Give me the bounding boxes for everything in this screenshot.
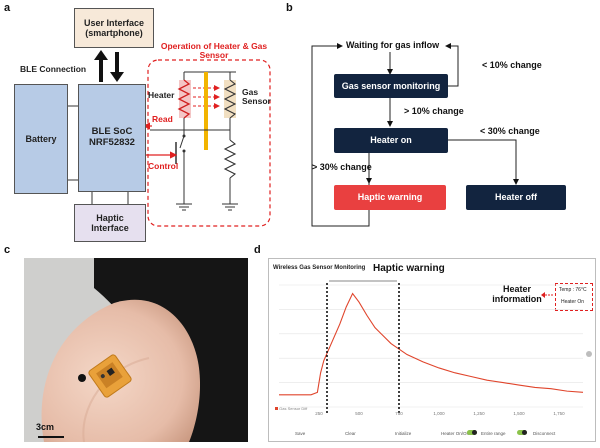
heater-status: Heater On — [561, 299, 585, 305]
x-tick-label: 1,750 — [553, 411, 565, 416]
sensor-patch — [88, 354, 132, 398]
user-interface-box: User Interface (smartphone) — [74, 8, 154, 48]
read-label: Read — [152, 114, 173, 124]
gas-sensor-monitoring-box: Gas sensor monitoring — [334, 74, 448, 98]
x-tick-label: 1,250 — [473, 411, 485, 416]
legend-label: Gas Sensor Diff — [279, 406, 308, 411]
disconnect-label[interactable]: Disconnect — [533, 431, 556, 436]
panel-c-label: c — [4, 244, 11, 256]
scale-label: 3cm — [36, 422, 55, 432]
haptic-warning-banner: Haptic warning — [373, 263, 445, 274]
x-tick-label: 1,500 — [513, 411, 525, 416]
haptic-warning-label: Haptic warning — [357, 192, 423, 203]
heat-bar — [204, 72, 208, 150]
panel-d-label: d — [254, 244, 261, 256]
haptic-interface-label: Haptic Interface — [91, 212, 129, 233]
heater-toggle[interactable] — [467, 430, 477, 435]
app-screenshot: Wireless Gas Sensor Monitoring Haptic wa… — [268, 258, 596, 442]
chart-legend: Gas Sensor Diff — [275, 406, 307, 411]
battery-label: Battery — [25, 133, 57, 144]
toggle-knob-icon — [522, 430, 527, 435]
app-title: Wireless Gas Sensor Monitoring — [273, 265, 366, 271]
haptic-warning-box: Haptic warning — [334, 185, 446, 210]
user-interface-label: User Interface (smartphone) — [83, 17, 145, 38]
device-photo: 3cm — [24, 258, 248, 442]
footer-bar: Save Clear Initialize Heater On/Off Enti… — [269, 427, 595, 441]
heater-info-arrowhead — [541, 292, 545, 298]
arm-illustration — [24, 258, 248, 442]
heater-info-panel: Temp : 76°C Heater On — [555, 283, 593, 311]
heater-toggle-label: Heater On/Off — [441, 431, 469, 436]
panel-a-label: a — [4, 2, 11, 14]
more-30-label: > 30% change — [312, 162, 372, 172]
x-tick-label: 750 — [395, 411, 403, 416]
haptic-motor — [78, 374, 86, 382]
clear-button[interactable]: Clear — [345, 431, 356, 436]
operation-title: Operation of Heater & Gas Sensor — [160, 41, 268, 61]
heater-off-label: Heater off — [494, 192, 537, 203]
scale-bar — [38, 436, 64, 438]
x-tick-label: 250 — [315, 411, 323, 416]
less-30-label: < 30% change — [480, 126, 540, 136]
battery-box: Battery — [14, 84, 68, 194]
soc-box: BLE SoC NRF52832 — [78, 84, 146, 192]
series-line — [279, 292, 584, 396]
temp-readout: Temp : 76°C — [559, 287, 587, 293]
ble-connection-label: BLE Connection — [20, 64, 87, 74]
gas-sensor-monitoring-label: Gas sensor monitoring — [341, 80, 441, 91]
scroll-handle-icon[interactable] — [586, 351, 592, 357]
haptic-interface-box: Haptic Interface — [74, 204, 146, 242]
less-10-label: < 10% change — [482, 60, 542, 70]
entire-range-toggle[interactable] — [517, 430, 527, 435]
heater-label: Heater — [148, 90, 175, 100]
soc-label: BLE SoC NRF52832 — [89, 126, 135, 148]
more-10-label: > 10% change — [404, 106, 464, 116]
heater-on-box: Heater on — [334, 128, 448, 153]
control-label: Control — [148, 161, 179, 171]
x-tick-label: 500 — [355, 411, 363, 416]
x-tick-label: 1,000 — [433, 411, 445, 416]
operation-area — [147, 59, 271, 227]
heater-resistor — [177, 79, 191, 119]
toggle-knob-icon — [472, 430, 477, 435]
gas-sensor-resistor — [223, 79, 237, 119]
heater-information-label: Heater information — [492, 284, 542, 304]
heater-on-label: Heater on — [370, 135, 412, 146]
heater-off-box: Heater off — [466, 185, 566, 210]
save-button[interactable]: Save — [295, 431, 306, 436]
entire-range-label: Entire range — [481, 431, 506, 436]
signal-chart: 250 500 750 1,000 1,250 1,500 1,750 — [279, 280, 584, 416]
waiting-for-gas-label: Waiting for gas inflow — [346, 40, 440, 50]
ble-arrows — [94, 50, 124, 82]
panel-b-label: b — [286, 2, 293, 14]
gas-sensor-label: Gas Sensor — [242, 87, 271, 107]
initialize-button[interactable]: Initialize — [395, 431, 412, 436]
